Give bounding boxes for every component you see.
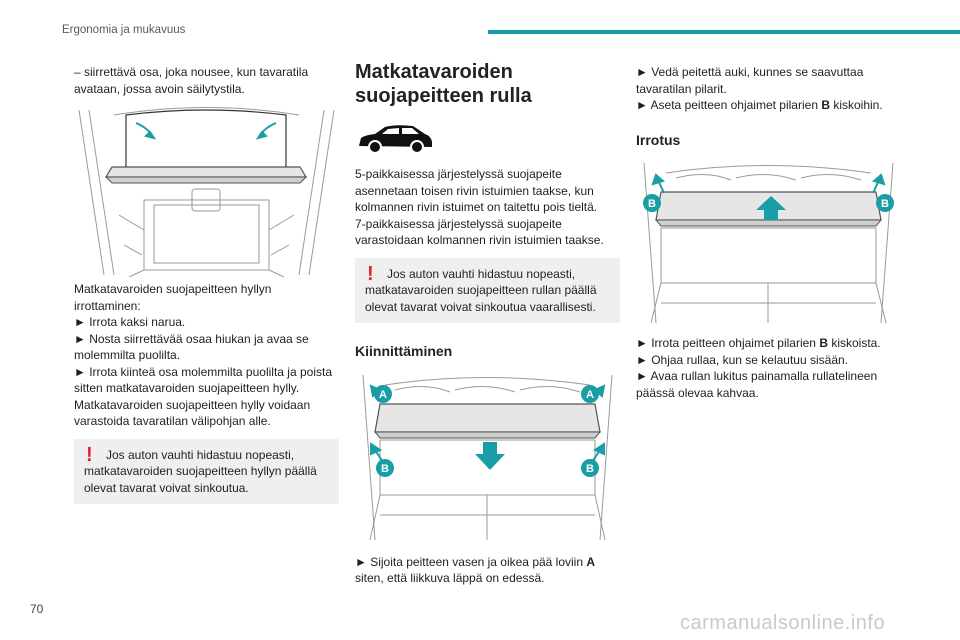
install-step-2: ► Vedä peitettä auki, kunnes se saavutta… — [636, 65, 864, 96]
watermark: carmanualsonline.info — [680, 612, 886, 634]
install-step: ► Sijoita peitteen vasen ja oikea pää lo… — [355, 554, 596, 586]
warning-icon: ! — [86, 443, 93, 466]
marker-b-left: B — [643, 194, 661, 212]
column-1: – siirrettävä osa, joka nousee, kun tava… — [74, 64, 339, 504]
page-number: 70 — [30, 602, 44, 616]
warning-box: ! Jos auton vauhti hidastuu nopeasti, ma… — [355, 257, 620, 323]
marker-b-right: B — [876, 194, 894, 212]
removal-step-2: ► Ohjaa rullaa, kun se kelautuu sisään. — [636, 352, 848, 367]
install-step-3: ► Aseta peitteen ohjaimet pilarien B kis… — [636, 98, 883, 112]
warning-text: Jos auton vauhti hidastuu nopeasti, matk… — [84, 447, 317, 495]
svg-text:A: A — [586, 389, 594, 401]
suv-icon — [359, 125, 432, 154]
section-title: Ergonomia ja mukavuus — [62, 24, 186, 36]
svg-text:B: B — [648, 198, 656, 210]
removal-heading: Irrotus — [636, 131, 681, 148]
removal-step-3: ► Irrota kiinteä osa molemmilta puolilta… — [74, 364, 332, 396]
marker-a-left: A — [374, 384, 392, 403]
svg-text:B: B — [881, 198, 889, 210]
warning-box: ! Jos auton vauhti hidastuu nopeasti, ma… — [74, 438, 339, 504]
removal-step-2: ► Nosta siirrettävää osaa hiukan ja avaa… — [74, 331, 309, 363]
intro-text: – siirrettävä osa, joka nousee, kun tava… — [74, 65, 309, 96]
removal-step-1: ► Irrota kaksi narua. — [74, 315, 186, 329]
body-text-1: 5-paikkaisessa järjestelyssä suojapeite … — [355, 167, 598, 214]
parcel-shelf-illustration — [78, 107, 335, 277]
header-accent-bar — [488, 30, 960, 34]
column-2: Matkatavaroiden suojapeitteen rulla 5-pa… — [355, 60, 620, 587]
removal-step-3: ► Avaa rullan lukitus painamalla rullate… — [636, 369, 878, 400]
install-heading: Kiinnittäminen — [355, 343, 453, 359]
cover-install-illustration: A A B B — [362, 374, 613, 540]
cover-removal-illustration: B B — [643, 162, 894, 323]
svg-text:B: B — [586, 463, 594, 475]
body-text-2: 7-paikkaisessa järjestelyssä suojapeite … — [355, 216, 604, 248]
column-3: ► Vedä peitettä auki, kunnes se saavutta… — [636, 64, 901, 401]
marker-b-right: B — [581, 458, 599, 477]
marker-a-right: A — [581, 384, 599, 403]
warning-text: Jos auton vauhti hidastuu nopeasti, matk… — [365, 266, 597, 314]
removal-step-1: ► Irrota peitteen ohjaimet pilarien B ki… — [636, 336, 881, 350]
warning-icon: ! — [367, 262, 374, 285]
storage-note: Matkatavaroiden suojapeitteen hylly void… — [74, 397, 311, 429]
marker-b-left: B — [376, 458, 394, 477]
section-heading: Matkatavaroiden suojapeitteen rulla — [355, 61, 532, 107]
removal-intro: Matkatavaroiden suojapeitteen hyllyn irr… — [74, 282, 272, 313]
svg-text:B: B — [381, 463, 389, 475]
svg-text:A: A — [379, 389, 387, 401]
